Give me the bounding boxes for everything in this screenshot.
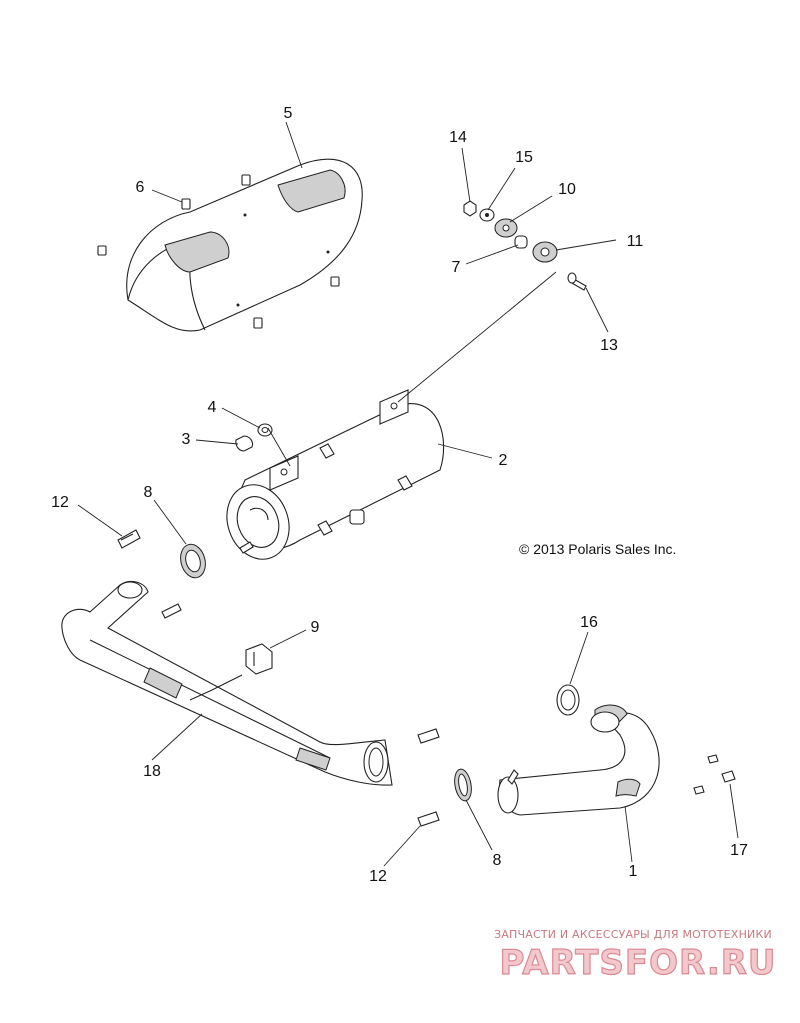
muffler (226, 389, 445, 560)
heat-shield (126, 158, 363, 332)
callout-labels: 5 6 14 15 10 7 11 13 4 3 2 8 12 9 18 16 … (51, 105, 748, 885)
callout-8-lower: 8 (493, 852, 502, 869)
callout-17: 17 (730, 842, 748, 859)
callout-18: 18 (143, 763, 161, 780)
plug-and-washer (235, 423, 273, 452)
shield-bolts (97, 174, 340, 329)
callout-3: 3 (182, 431, 191, 448)
callout-5: 5 (284, 105, 293, 122)
callout-12-upper: 12 (51, 494, 69, 511)
callout-4: 4 (208, 399, 217, 416)
callout-1: 1 (629, 863, 638, 880)
callout-6: 6 (136, 179, 145, 196)
mount-hardware (463, 200, 587, 291)
callout-14: 14 (449, 129, 467, 146)
watermark-tagline: ЗАПЧАСТИ И АКСЕССУАРЫ ДЛЯ МОТОТЕХНИКИ (494, 928, 772, 941)
watermark-logo: PARTSFOR.RU (499, 943, 776, 983)
callout-11: 11 (627, 233, 644, 250)
gaskets-lower (454, 684, 580, 802)
callout-2: 2 (499, 452, 508, 469)
leader-lines (77, 121, 739, 867)
callout-10: 10 (558, 181, 576, 198)
callout-12-lower: 12 (369, 868, 387, 885)
head-pipe (497, 704, 660, 816)
callout-15: 15 (515, 149, 533, 166)
callout-7: 7 (452, 259, 461, 276)
head-pipe-bolts (693, 754, 736, 795)
copyright-text: © 2013 Polaris Sales Inc. (519, 541, 676, 557)
header-pipe (61, 580, 393, 786)
callout-13: 13 (600, 337, 618, 354)
callout-16: 16 (580, 614, 598, 631)
clamp-clip (245, 643, 273, 675)
callout-8-upper: 8 (144, 484, 153, 501)
watermark: ЗАПЧАСТИ И АКСЕССУАРЫ ДЛЯ МОТОТЕХНИКИ PA… (494, 928, 776, 984)
callout-9: 9 (311, 619, 320, 636)
gaskets-springs-upper (117, 529, 206, 619)
springs-lower (417, 728, 440, 827)
